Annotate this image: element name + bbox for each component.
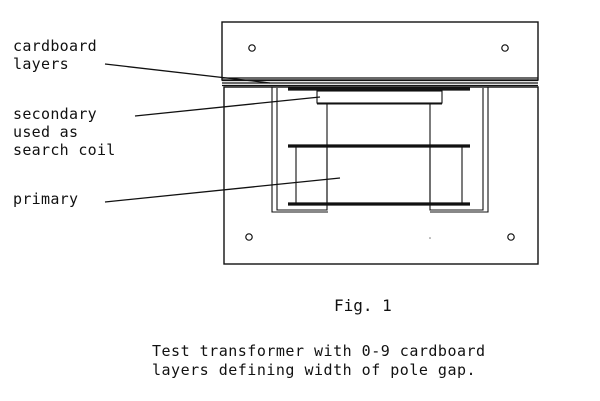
secondary-coil [288, 87, 470, 105]
core [271, 87, 489, 213]
caption-line: layers defining width of pole gap. [152, 361, 477, 379]
mounting-hole [507, 233, 515, 241]
primary-label-line: primary [13, 190, 79, 208]
caption-line: Test transformer with 0-9 cardboard [152, 342, 486, 360]
secondary-label: secondary used as search coil [13, 105, 116, 159]
secondary-label-line: used as [13, 123, 79, 141]
cardboard-layers [222, 77, 538, 87]
cardboard-leader [104, 63, 271, 84]
figure-caption: Test transformer with 0-9 cardboard laye… [152, 342, 486, 380]
secondary-leader [134, 96, 321, 117]
cardboard-label: cardboard layers [13, 37, 97, 73]
cardboard-label-line: layers [13, 55, 69, 73]
primary-coil [288, 144, 470, 206]
bottom-plate [223, 86, 539, 265]
figure-label: Fig. 1 [334, 296, 392, 315]
speck [429, 237, 431, 239]
leader-lines [104, 63, 341, 203]
secondary-label-line: secondary [13, 105, 97, 123]
primary-leader [104, 177, 341, 203]
top-plate [221, 21, 539, 81]
secondary-label-line: search coil [13, 141, 116, 159]
mounting-hole [245, 233, 253, 241]
mounting-hole [501, 44, 509, 52]
cardboard-label-line: cardboard [13, 37, 97, 55]
primary-label: primary [13, 190, 78, 208]
mounting-hole [248, 44, 256, 52]
